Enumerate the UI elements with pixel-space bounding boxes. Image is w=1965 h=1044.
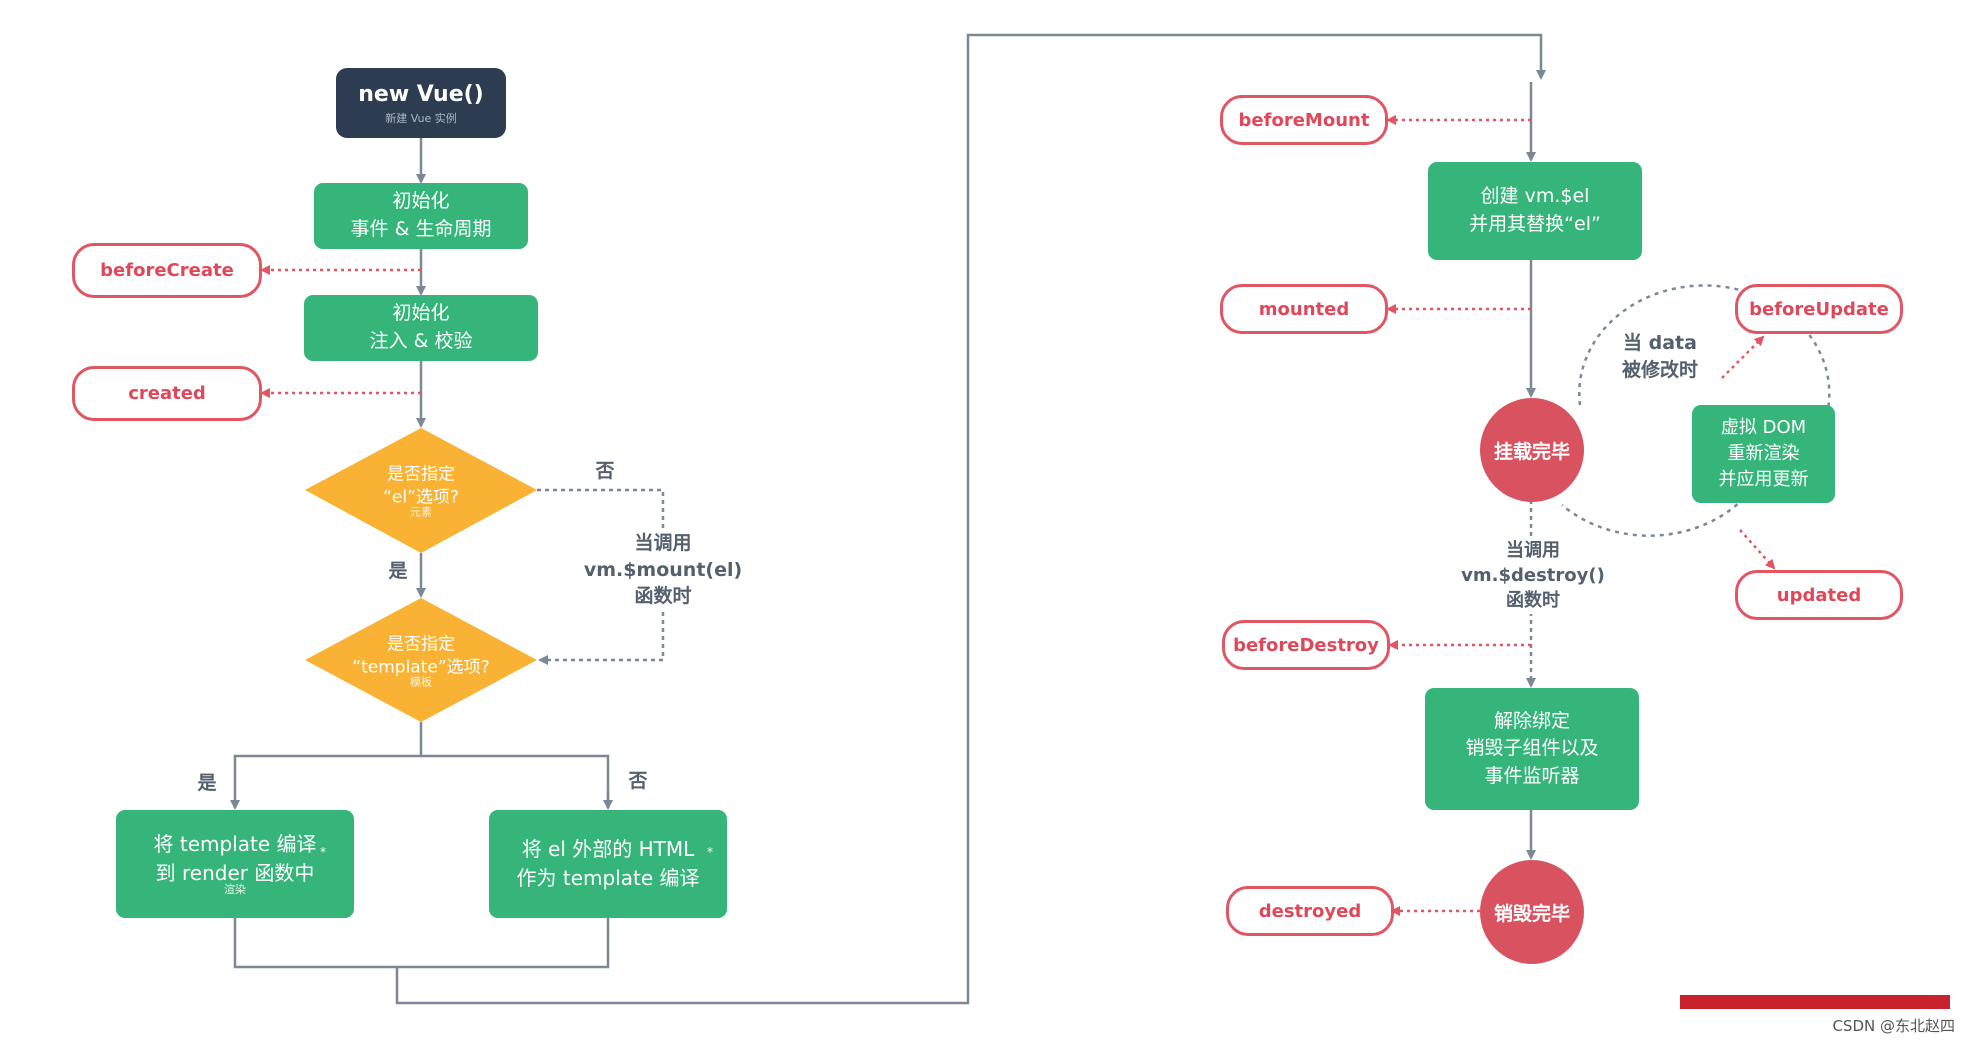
teardown-node: 解除绑定 销毁子组件以及 事件监听器 [1425, 688, 1639, 810]
new-vue-title: new Vue() [358, 82, 484, 108]
init-events-line1: 初始化 [392, 190, 450, 213]
create-el-line2: 并用其替换“el” [1469, 213, 1601, 235]
compile-template-small: 渲染 [224, 883, 246, 897]
decision-el-label: 是否指定 “el”选项? 元素 [383, 464, 459, 521]
init-inject-line2: 注入 & 校验 [369, 330, 473, 352]
mount-note-line1: 当调用 [634, 532, 692, 554]
decision-template-line1: 是否指定 [386, 634, 455, 655]
destroy-note-line2: vm.$destroy() [1461, 565, 1605, 587]
compile-template-node: 将 template 编译 到 render 函数中 渲染 * [116, 810, 354, 918]
red-banner-decoration [1680, 995, 1950, 1009]
hook-beforeDestroy: beforeDestroy [1222, 620, 1390, 670]
mount-note-line3: 函数时 [634, 585, 692, 608]
create-el-node: 创建 vm.$el 并用其替换“el” [1428, 162, 1642, 260]
hook-destroyed: destroyed [1226, 886, 1394, 936]
decision-el-line2: “el”选项? [383, 487, 459, 508]
vdom-node: 虚拟 DOM 重新渲染 并应用更新 [1692, 405, 1835, 503]
decision-el-diamond [305, 428, 537, 553]
init-inject-line1: 初始化 [392, 302, 450, 325]
compile-template-line1: 将 template 编译 [153, 832, 317, 857]
destroy-note: 当调用 vm.$destroy() 函数时 [1457, 538, 1609, 614]
hook-created: created [72, 366, 262, 421]
create-el-line1: 创建 vm.$el [1480, 185, 1590, 208]
mounted-circle: 挂载完毕 [1480, 398, 1584, 502]
data-change-line1: 当 data [1623, 332, 1697, 354]
new-vue-subtitle: 新建 Vue 实例 [385, 111, 457, 125]
teardown-line1: 解除绑定 [1493, 709, 1570, 732]
decision-el-yes-label: 是 [388, 560, 408, 582]
decision-el-line1: 是否指定 [386, 464, 455, 485]
vdom-line2: 重新渲染 [1727, 442, 1800, 464]
teardown-line3: 事件监听器 [1484, 764, 1580, 787]
vdom-line1: 虚拟 DOM [1720, 416, 1807, 438]
decision-template-small: 模板 [409, 675, 432, 689]
destroyed-circle: 销毁完毕 [1480, 860, 1584, 964]
hook-beforeMount: beforeMount [1220, 95, 1388, 145]
decision-template-yes-label: 是 [197, 772, 217, 794]
compile-template-line2: 到 render 函数中 [155, 861, 315, 886]
decision-template-label: 是否指定 “template”选项? 模板 [352, 634, 489, 691]
init-inject-node: 初始化 注入 & 校验 [304, 295, 538, 361]
decision-el-small: 元素 [409, 505, 432, 519]
destroy-note-line1: 当调用 [1505, 540, 1560, 561]
decision-el-no-label: 否 [595, 460, 615, 482]
compile-html-node: 将 el 外部的 HTML 作为 template 编译 * [489, 810, 727, 918]
compile-html-line2: 作为 template 编译 [516, 866, 700, 890]
vdom-line3: 并应用更新 [1718, 469, 1809, 491]
hook-beforeUpdate: beforeUpdate [1735, 284, 1903, 334]
hook-mounted: mounted [1220, 284, 1388, 334]
compile-template-asterisk: * [320, 845, 326, 859]
init-events-line2: 事件 & 生命周期 [350, 218, 492, 240]
destroy-note-line3: 函数时 [1505, 590, 1560, 612]
decision-template-line2: “template”选项? [352, 657, 490, 678]
init-events-node: 初始化 事件 & 生命周期 [314, 183, 528, 249]
teardown-line2: 销毁子组件以及 [1465, 737, 1599, 760]
compile-html-line1: 将 el 外部的 HTML [521, 837, 695, 861]
mount-note: 当调用 vm.$mount(el) 函数时 [579, 530, 747, 610]
new-vue-node: new Vue() 新建 Vue 实例 [336, 68, 506, 138]
data-change-line2: 被修改时 [1621, 358, 1699, 381]
hook-beforeCreate: beforeCreate [72, 243, 262, 298]
watermark-footer: CSDN @东北赵四 [1832, 1017, 1955, 1035]
decision-template-diamond [305, 598, 537, 722]
mount-note-line2: vm.$mount(el) [583, 558, 743, 581]
compile-html-asterisk: * [707, 845, 713, 859]
decision-template-no-label: 否 [628, 770, 648, 792]
data-change-note: 当 data 被修改时 [1617, 330, 1703, 384]
hook-updated: updated [1735, 570, 1903, 620]
